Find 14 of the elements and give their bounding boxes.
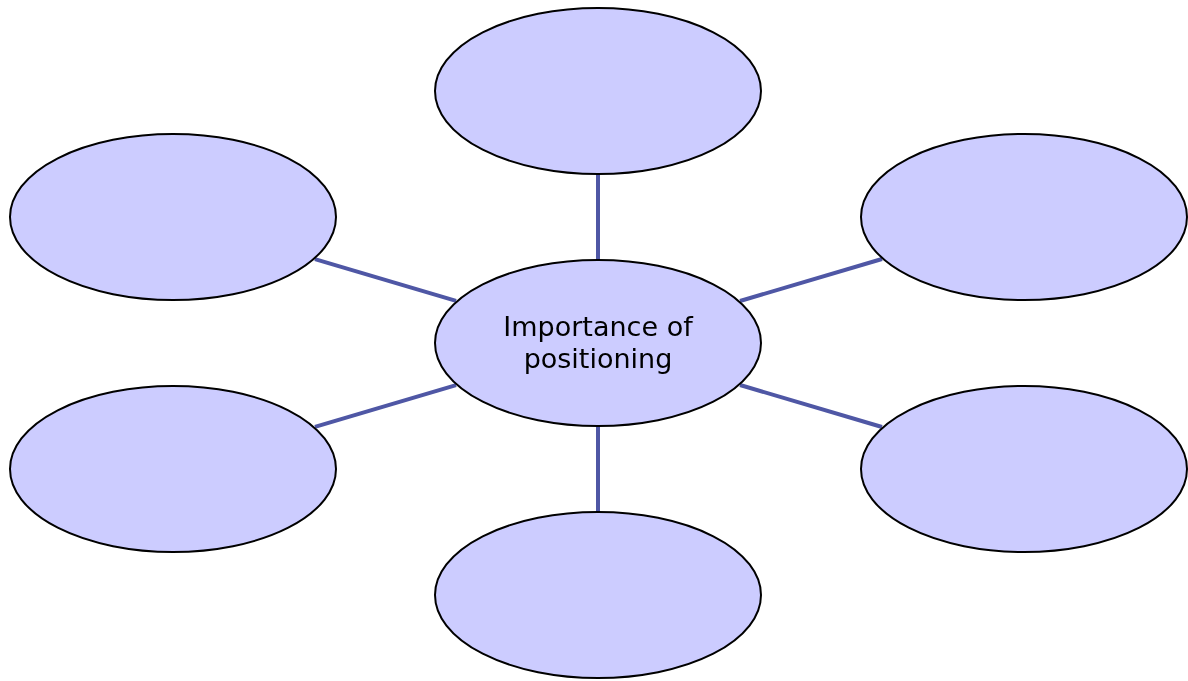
connector-line bbox=[739, 383, 883, 429]
empty-ellipse bbox=[9, 385, 337, 553]
empty-ellipse bbox=[434, 511, 762, 679]
connector-line bbox=[596, 427, 600, 511]
empty-ellipse bbox=[860, 385, 1188, 553]
empty-ellipse bbox=[860, 133, 1188, 301]
connector-line bbox=[314, 257, 457, 303]
topic-ellipse bbox=[434, 259, 762, 427]
connector-line bbox=[739, 257, 883, 303]
empty-ellipse bbox=[434, 7, 762, 175]
empty-ellipse bbox=[9, 133, 337, 301]
node-label: Importance of positioning bbox=[502, 311, 695, 375]
connector-line bbox=[596, 175, 600, 259]
connector-line bbox=[314, 383, 457, 429]
